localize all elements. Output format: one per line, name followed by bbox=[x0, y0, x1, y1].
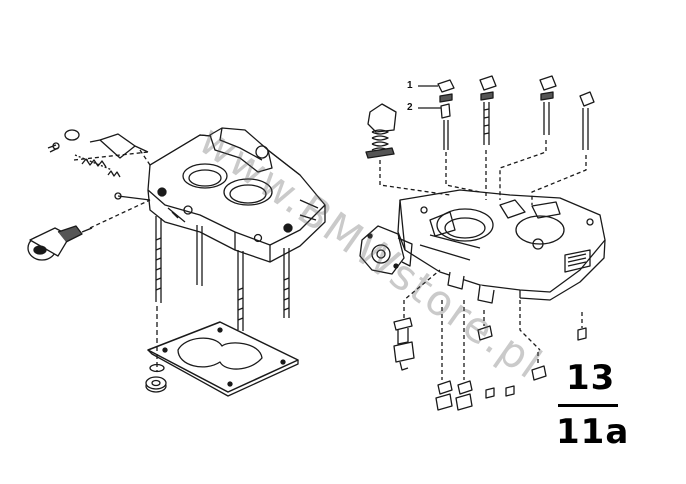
flange-gasket bbox=[147, 321, 299, 397]
mounting-studs bbox=[155, 216, 290, 331]
pump-cover bbox=[359, 225, 413, 275]
idle-jet-assembly bbox=[47, 129, 151, 178]
spring-cap bbox=[365, 103, 451, 196]
group-divider bbox=[558, 404, 618, 407]
callout-label-2: 2 bbox=[407, 102, 413, 113]
fittings-and-nozzles bbox=[393, 269, 587, 411]
cut-off-solenoid bbox=[27, 199, 151, 261]
cover-screws bbox=[437, 75, 595, 205]
sub-group-number: 11a bbox=[556, 412, 630, 452]
carburetor-body-right bbox=[397, 189, 606, 304]
hex-nut bbox=[145, 363, 167, 393]
callout-label-1: 1 bbox=[407, 80, 413, 91]
group-number: 13 bbox=[566, 358, 616, 398]
carburetor-body-left bbox=[114, 127, 326, 263]
